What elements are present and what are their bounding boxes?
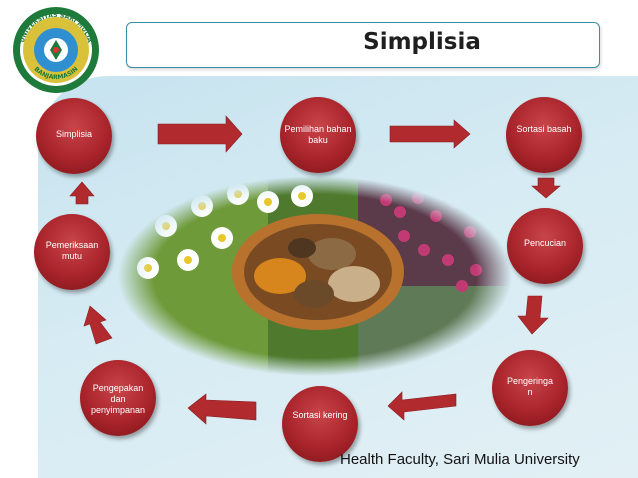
arrow-up-icon bbox=[69, 181, 95, 205]
node-label-simplisia: Simplisia bbox=[55, 129, 92, 139]
node-pengeringan bbox=[492, 350, 568, 426]
node-label-pemilihan: Pemilihan bahan baku bbox=[284, 124, 352, 145]
node-simplisia bbox=[36, 98, 112, 174]
herbal-photo bbox=[118, 176, 512, 376]
node-sortasi-basah bbox=[506, 97, 582, 173]
footer-credit: Health Faculty, Sari Mulia University bbox=[340, 451, 580, 468]
node-label-pengepakan: Pengepakan dan penyimpanan bbox=[90, 383, 146, 415]
node-sortasi-kering bbox=[282, 386, 358, 462]
node-pemilihan bbox=[280, 97, 356, 173]
university-logo: UNIVERSITAS SARI MULIA BANJARMASIN bbox=[13, 7, 99, 93]
arrow-down-icon bbox=[517, 295, 549, 335]
arrow-right-icon bbox=[389, 119, 471, 149]
node-label-sortasi-basah: Sortasi basah bbox=[516, 124, 572, 134]
node-label-pengeringan: Pengeringa n bbox=[506, 376, 554, 397]
arrow-right-icon bbox=[157, 115, 243, 153]
node-label-pencucian: Pencucian bbox=[523, 238, 567, 248]
arrow-up-icon bbox=[83, 305, 113, 345]
page-title: Simplisia bbox=[363, 29, 481, 55]
node-label-pemeriksaan: Pemeriksaan mutu bbox=[45, 240, 99, 261]
node-pemeriksaan bbox=[34, 214, 110, 290]
node-pencucian bbox=[507, 208, 583, 284]
node-pengepakan bbox=[80, 360, 156, 436]
node-label-sortasi-kering: Sortasi kering bbox=[292, 410, 348, 420]
arrow-left-icon bbox=[387, 391, 457, 421]
title-box: Simplisia bbox=[126, 22, 600, 68]
arrow-down-icon bbox=[531, 177, 561, 199]
arrow-left-icon bbox=[187, 393, 257, 425]
